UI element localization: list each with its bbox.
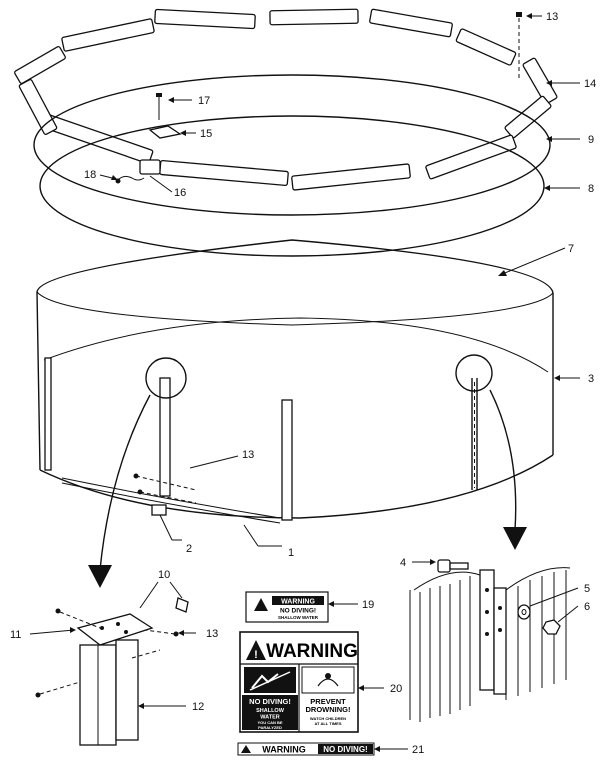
callout-18: 18	[84, 169, 96, 181]
detail-circle-right	[455, 354, 493, 392]
top-rail-segment	[522, 57, 558, 105]
strip-warning-right: NO DIVING!	[323, 745, 367, 754]
small-warning-title: WARNING	[281, 599, 315, 606]
detail-wall-overlap	[409, 559, 571, 722]
bottom-track-1	[61, 477, 281, 524]
strip-warning-left: WARNING	[262, 745, 306, 755]
top-rail-segment	[42, 114, 154, 164]
callout-10: 10	[158, 569, 170, 581]
warning-strip-21: WARNING NO DIVING!	[237, 742, 375, 756]
top-rail-segment	[61, 18, 155, 52]
screw-18	[115, 175, 145, 184]
detail-circle-left	[145, 357, 187, 399]
top-plate-15	[148, 125, 182, 139]
callout-8: 8	[588, 183, 594, 195]
large-warning-left-head: NO DIVING!	[249, 697, 291, 706]
top-rail-segment	[455, 28, 517, 66]
callout-9: 9	[588, 134, 594, 146]
callout-13-detail: 13	[206, 628, 218, 640]
warning-label-20: ! WARNING NO DIVING! SHALLOW WATER YOU C…	[239, 631, 359, 733]
callout-1: 1	[288, 547, 294, 559]
callout-11: 11	[10, 629, 21, 641]
upright-left	[44, 357, 52, 471]
callout-17: 17	[198, 95, 210, 107]
upright-middle-left	[159, 377, 171, 497]
callout-4: 4	[400, 557, 406, 569]
stabilizer-rail-ring	[33, 74, 551, 216]
small-warning-line: NO DIVING!	[280, 608, 316, 615]
top-connector-16	[139, 159, 161, 175]
large-warning-left-sub2: WATER	[260, 715, 279, 721]
detail-arrow-left	[88, 394, 151, 588]
callout-7: 7	[568, 243, 574, 255]
top-rail-segment	[154, 8, 256, 30]
callout-2: 2	[186, 543, 192, 555]
pool-wall	[36, 239, 554, 519]
large-warning-right-head1: PREVENT	[310, 697, 346, 706]
top-rail-segment	[291, 163, 411, 191]
large-warning-right-head2: DROWNING!	[306, 705, 351, 714]
bottom-plate-2	[151, 504, 167, 516]
pool-liner-7	[36, 291, 554, 326]
large-warning-left-sub3: YOU CAN BE	[257, 720, 282, 725]
washer-5	[517, 604, 531, 620]
large-warning-left-sub4: PARALYZED	[258, 725, 282, 730]
top-rail-segment	[14, 46, 66, 84]
coping-ring	[39, 115, 545, 257]
large-warning-right-sub2: AT ALL TIMES	[314, 721, 341, 726]
large-warning-left-sub1: SHALLOW	[256, 708, 285, 714]
top-rail-segment	[159, 159, 289, 187]
callout-3: 3	[588, 373, 594, 385]
callout-12: 12	[192, 701, 204, 713]
callout-20: 20	[390, 683, 402, 695]
screw-13-top	[516, 12, 522, 78]
top-rail-segment	[18, 79, 58, 135]
detail-upright-assembly	[35, 597, 189, 746]
upright-right-perforated	[471, 378, 478, 490]
screw-17	[156, 93, 162, 120]
large-warning-title: WARNING	[266, 641, 358, 662]
large-warning-right-sub1: WATCH CHILDREN	[310, 716, 346, 721]
top-rail-segment	[269, 8, 359, 26]
screws-13-bottom	[133, 473, 197, 504]
svg-text:!: !	[254, 649, 258, 661]
top-rail-segment	[369, 8, 453, 38]
nut-6	[542, 619, 561, 635]
bolt-4	[437, 559, 469, 573]
callout-13-top: 13	[546, 11, 558, 23]
callout-14: 14	[584, 78, 596, 90]
upright-middle	[281, 399, 293, 521]
warning-label-19: WARNING NO DIVING! SHALLOW WATER	[245, 591, 329, 623]
small-warning-sub: SHALLOW WATER	[278, 615, 319, 620]
callout-6: 6	[584, 601, 590, 613]
callout-13-mid: 13	[242, 449, 254, 461]
callout-5: 5	[584, 583, 590, 595]
callout-16: 16	[174, 187, 186, 199]
top-rail-ring	[14, 8, 558, 191]
callout-19: 19	[362, 599, 374, 611]
callout-15: 15	[200, 128, 212, 140]
top-rail-segment	[425, 134, 517, 180]
detail-arrow-right	[489, 389, 527, 550]
callout-21: 21	[412, 744, 424, 756]
